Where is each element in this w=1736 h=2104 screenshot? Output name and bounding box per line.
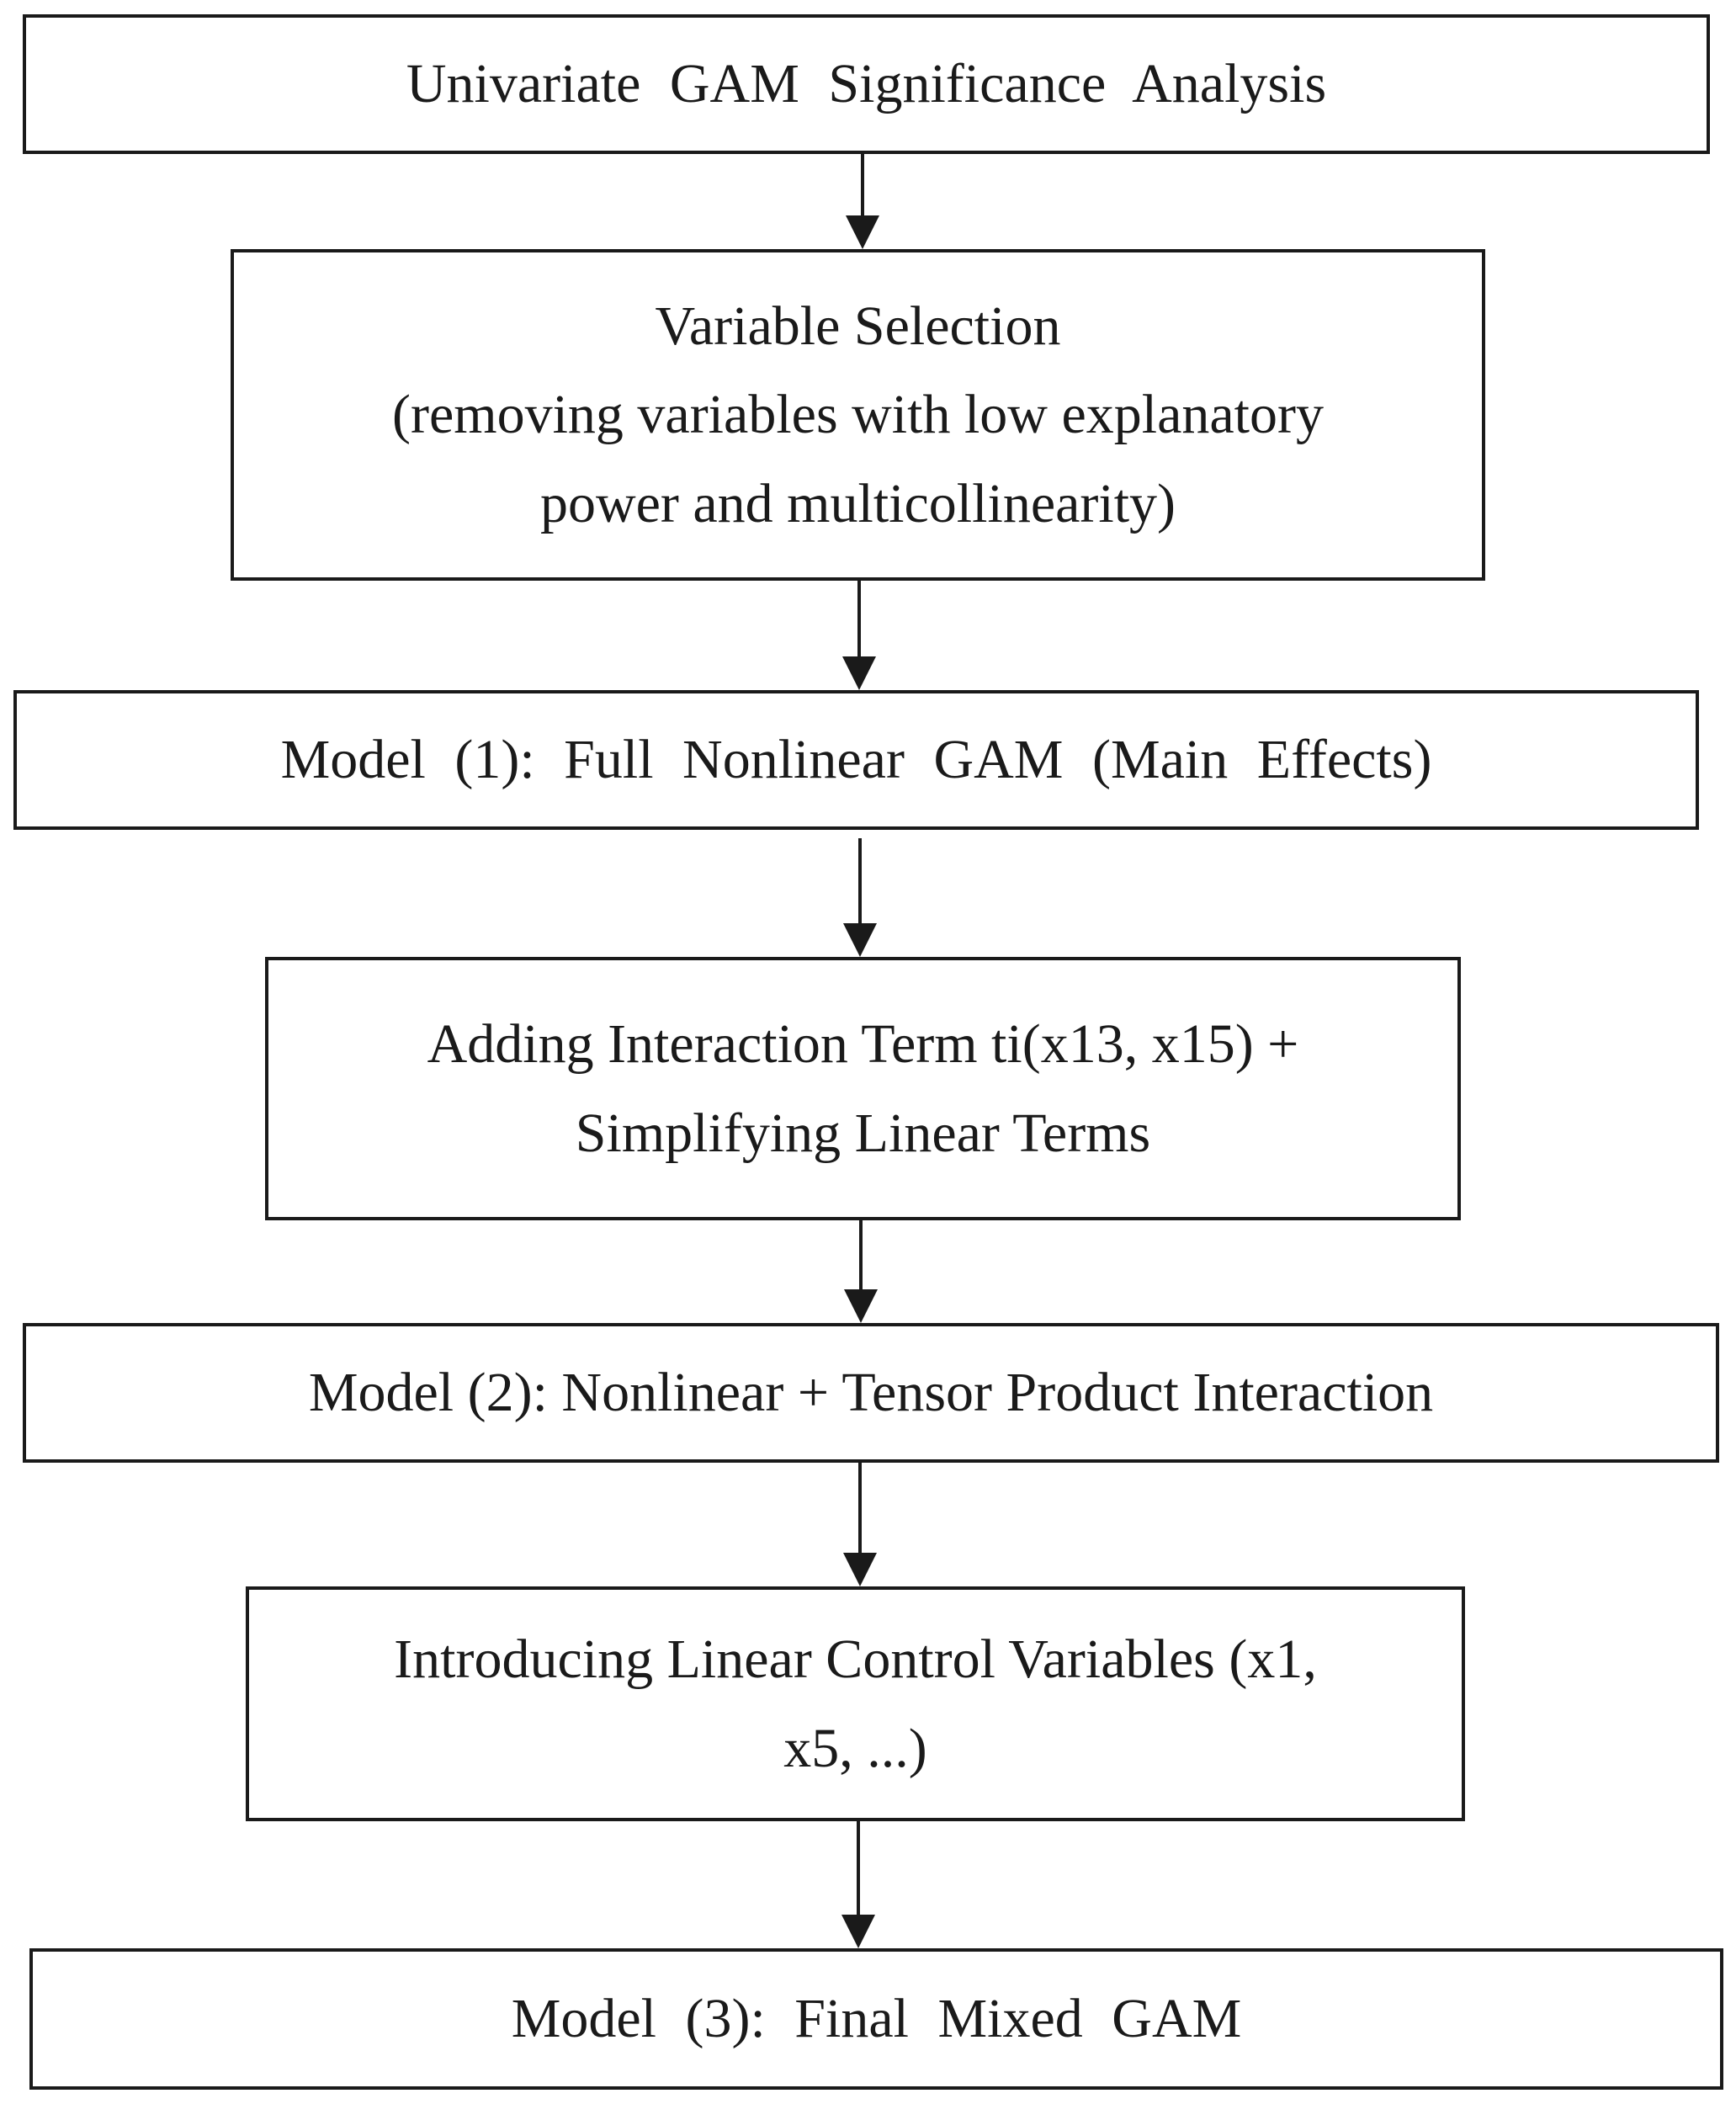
arrow-down — [846, 154, 879, 249]
arrow-down — [843, 838, 877, 957]
step-introducing-linear-controls: Introducing Linear Control Variables (x1… — [246, 1586, 1465, 1821]
step-text-line: (removing variables with low explanatory — [391, 384, 1324, 446]
arrow-down — [842, 581, 876, 690]
step-text-line: Adding Interaction Term ti(x13, x15) + — [427, 1012, 1299, 1075]
step-text-line: Model (2): Nonlinear + Tensor Product In… — [308, 1362, 1434, 1424]
arrow-down — [841, 1821, 875, 1948]
arrow-down — [844, 1220, 878, 1323]
step-univariate-gam-analysis: Univariate GAM Significance Analysis — [23, 14, 1710, 154]
step-adding-interaction-term: Adding Interaction Term ti(x13, x15) + S… — [265, 957, 1461, 1220]
arrow-down — [843, 1463, 877, 1586]
step-model-3: Model (3): Final Mixed GAM — [29, 1948, 1723, 2090]
step-text-line: Simplifying Linear Terms — [575, 1102, 1151, 1164]
step-text-line: power and multicollinearity) — [539, 472, 1176, 534]
step-variable-selection: Variable Selection (removing variables w… — [231, 249, 1485, 581]
step-text-line: Univariate GAM Significance Analysis — [406, 53, 1327, 115]
step-text-line: Model (1): Full Nonlinear GAM (Main Effe… — [280, 729, 1432, 791]
step-text-line: Variable Selection — [655, 295, 1061, 357]
step-text-line: Model (3): Final Mixed GAM — [511, 1988, 1242, 2050]
step-model-2: Model (2): Nonlinear + Tensor Product In… — [23, 1323, 1719, 1463]
step-text-line: x5, ...) — [783, 1717, 927, 1779]
step-text-line: Introducing Linear Control Variables (x1… — [394, 1628, 1317, 1690]
step-model-1: Model (1): Full Nonlinear GAM (Main Effe… — [13, 690, 1699, 830]
